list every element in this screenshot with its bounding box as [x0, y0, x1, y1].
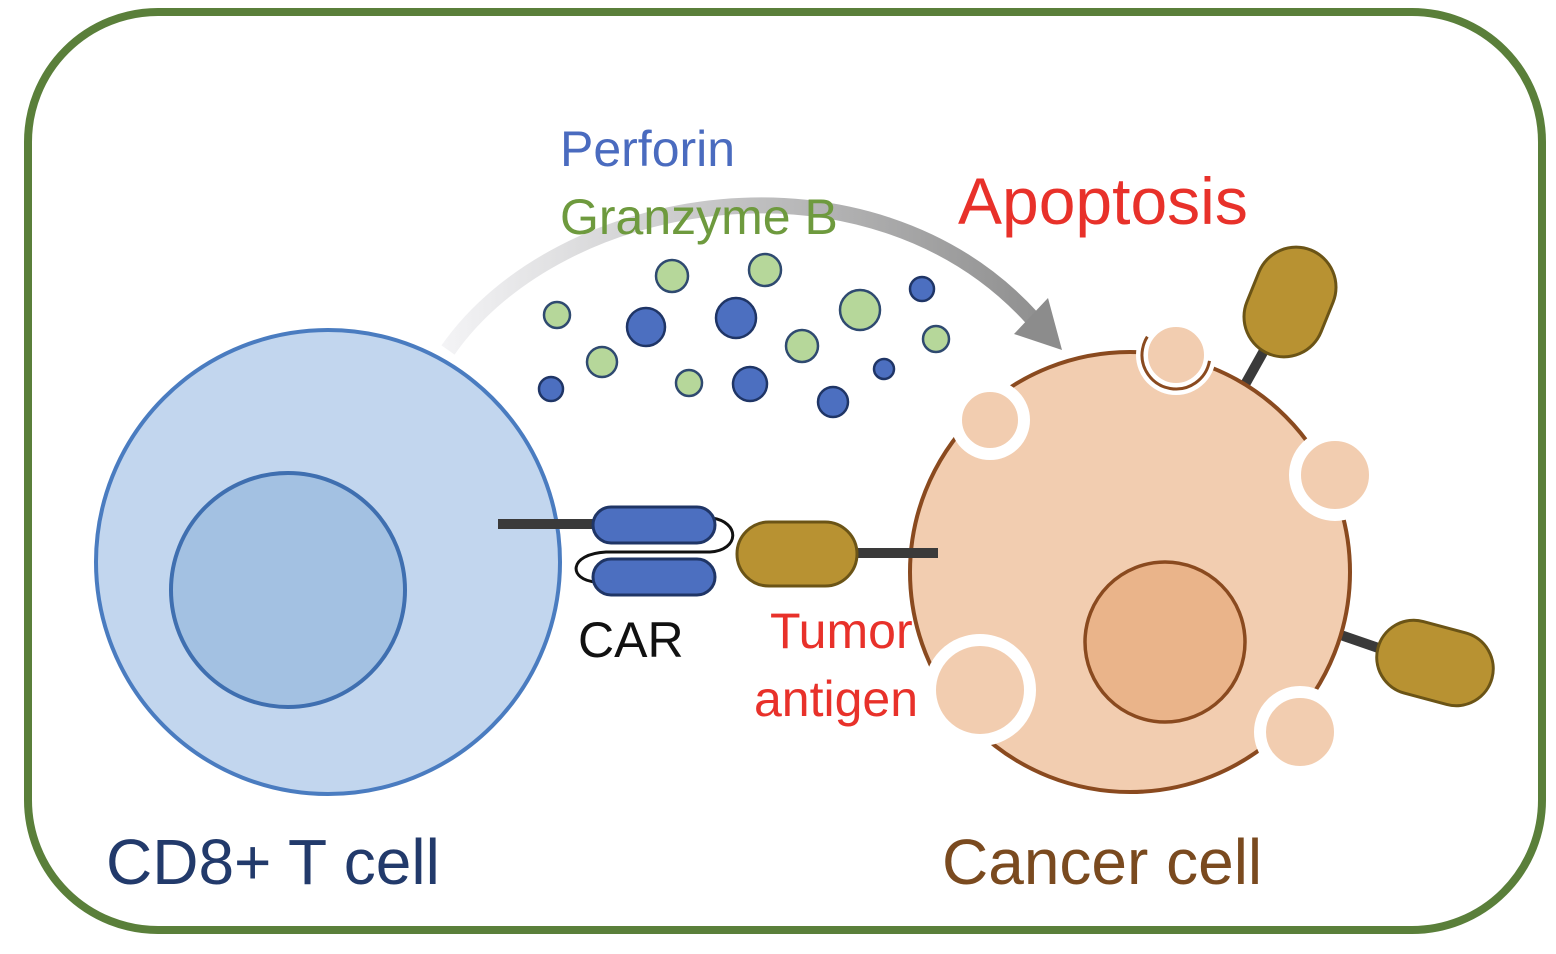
- t-cell-label: CD8+ T cell: [106, 826, 440, 898]
- perforin-granule: [537, 375, 565, 403]
- t-cell: [94, 328, 562, 796]
- perforin-granule: [731, 365, 769, 403]
- tumor-antigen: [1375, 618, 1495, 708]
- car-domain-upper: [591, 505, 717, 545]
- perforin-granule: [625, 306, 667, 348]
- perforin-pore: [1140, 319, 1212, 391]
- release-arrow: [441, 197, 1062, 355]
- perforin-pore: [950, 380, 1030, 460]
- granzyme-label: Granzyme B: [560, 189, 838, 245]
- perforin-granule: [816, 385, 850, 419]
- granzyme-granule: [838, 288, 882, 332]
- tumor-antigen: [735, 520, 859, 588]
- car-domain-lower: [591, 557, 717, 597]
- perforin-granule: [872, 357, 896, 381]
- granzyme-granule: [784, 328, 820, 364]
- t-cell-nucleus: [169, 471, 407, 709]
- membrane-pores: [924, 315, 1381, 778]
- perforin-pore: [1254, 686, 1346, 778]
- perforin-label: Perforin: [560, 121, 735, 177]
- perforin-pore: [1289, 429, 1381, 521]
- granzyme-granule: [585, 345, 619, 379]
- tumor-antigen: [1242, 245, 1338, 359]
- granzyme-granule: [674, 368, 704, 398]
- perforin-granule: [714, 296, 758, 340]
- arrowhead-icon: [1014, 298, 1062, 350]
- granzyme-granule: [654, 258, 690, 294]
- car-linker: [574, 516, 735, 584]
- perforin-pore: [924, 634, 1036, 746]
- cancer-cell-label: Cancer cell: [942, 826, 1262, 898]
- cancer-cell: [735, 245, 1495, 794]
- cancer-cell-nucleus: [1083, 560, 1247, 724]
- granzyme-granule: [747, 252, 783, 288]
- apoptosis-label: Apoptosis: [958, 164, 1248, 238]
- granules: [537, 252, 951, 419]
- car-receptor: [498, 505, 735, 597]
- car-label: CAR: [578, 612, 684, 668]
- tumor-antigen-label-line1: Tumor: [770, 603, 913, 659]
- granzyme-granule: [921, 324, 951, 354]
- tumor-antigen-label-line2: antigen: [754, 671, 918, 727]
- granzyme-granule: [542, 300, 572, 330]
- perforin-granule: [908, 275, 936, 303]
